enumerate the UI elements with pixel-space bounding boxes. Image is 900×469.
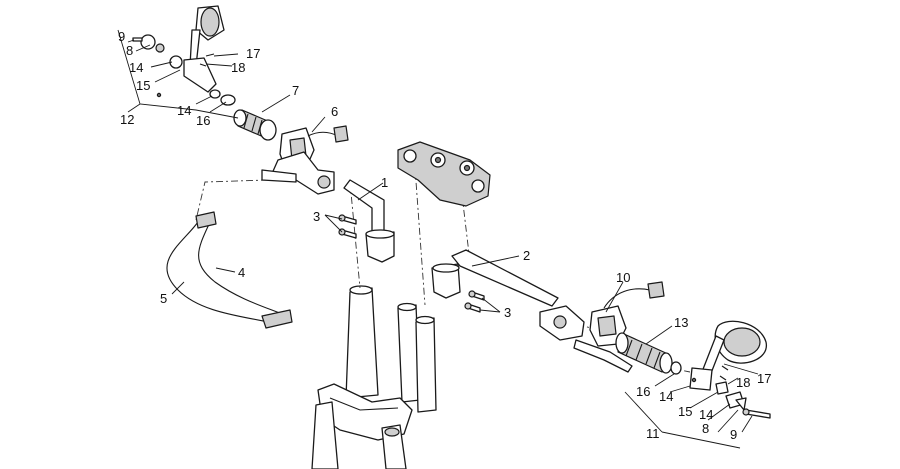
callout-3-right: 3 xyxy=(504,305,511,320)
left-clutch-lever xyxy=(261,151,335,195)
callout-5: 5 xyxy=(160,291,167,306)
callout-17-right: 17 xyxy=(757,371,771,386)
right-brake-lever xyxy=(539,305,633,373)
clamp-screws-right xyxy=(464,290,485,313)
callout-13: 13 xyxy=(674,315,688,330)
callout-15-left: 15 xyxy=(136,78,150,93)
leader-lines xyxy=(117,29,759,449)
upper-triple-clamp xyxy=(397,141,491,207)
callout-7: 7 xyxy=(292,83,299,98)
callout-17-left: 17 xyxy=(246,46,260,61)
callout-18-right: 18 xyxy=(736,375,750,390)
right-throttle-grip xyxy=(615,332,673,374)
callout-11: 11 xyxy=(646,426,660,441)
callout-12: 12 xyxy=(120,112,134,127)
callout-14-left-lower: 14 xyxy=(177,103,191,118)
callout-14-left-upper: 14 xyxy=(129,60,143,75)
left-mirror-assembly xyxy=(132,5,236,106)
front-fork xyxy=(311,285,437,469)
callout-2: 2 xyxy=(523,248,530,263)
callout-8-left: 8 xyxy=(126,43,133,58)
throttle-cables xyxy=(166,211,293,329)
left-handlebar xyxy=(343,179,395,263)
callout-10: 10 xyxy=(616,270,630,285)
left-grip xyxy=(233,109,277,141)
callout-18-left: 18 xyxy=(231,60,245,75)
callout-numbers: 1 2 3 3 4 5 6 7 8 8 9 9 10 11 12 13 14 1… xyxy=(118,29,771,442)
callout-14-right-a: 14 xyxy=(659,389,673,404)
callout-3-left: 3 xyxy=(313,209,320,224)
callout-15-right: 15 xyxy=(678,404,692,419)
right-mirror-assembly xyxy=(670,320,771,419)
callout-8-right: 8 xyxy=(702,421,709,436)
callout-16-left: 16 xyxy=(196,113,210,128)
callout-1: 1 xyxy=(381,175,388,190)
callout-9-left: 9 xyxy=(118,29,125,44)
callout-4: 4 xyxy=(238,265,245,280)
callout-14-right-b: 14 xyxy=(699,407,713,422)
callout-9-right: 9 xyxy=(730,427,737,442)
callout-6: 6 xyxy=(331,104,338,119)
right-handlebar xyxy=(431,249,559,307)
callout-16-right: 16 xyxy=(636,384,650,399)
